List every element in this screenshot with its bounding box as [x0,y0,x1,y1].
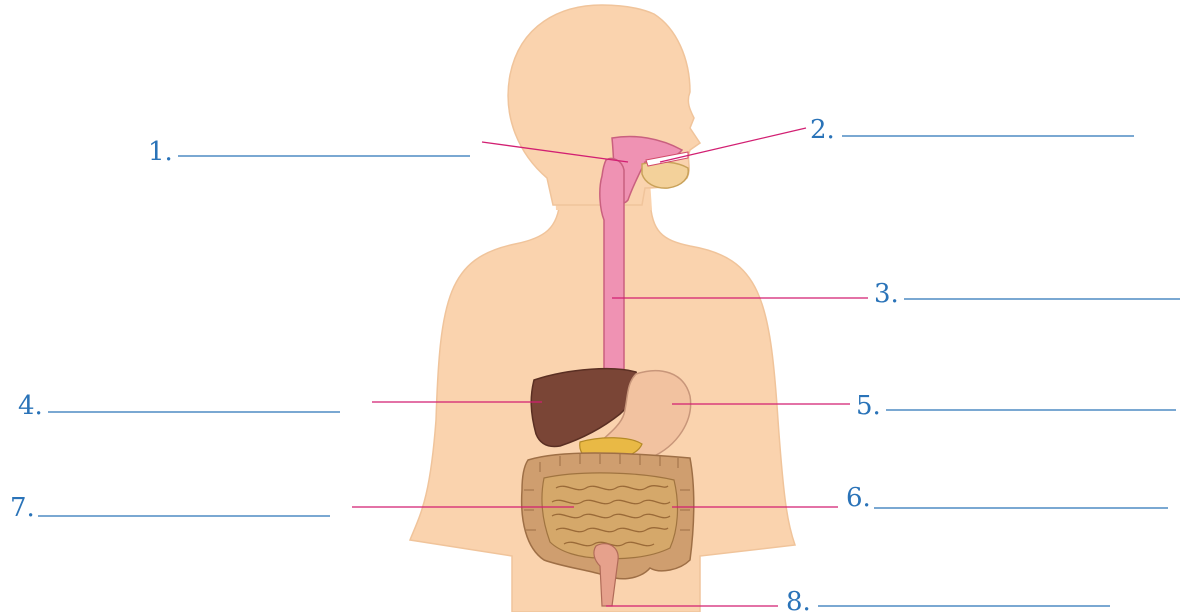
label-8: 8. [786,587,811,612]
label-4: 4. [18,391,43,421]
label-7: 7. [10,493,35,523]
label-1: 1. [148,137,173,167]
label-3: 3. [874,279,899,309]
label-2: 2. [810,115,835,145]
label-5: 5. [856,391,881,421]
label-6: 6. [846,483,871,513]
esophagus [600,158,624,387]
